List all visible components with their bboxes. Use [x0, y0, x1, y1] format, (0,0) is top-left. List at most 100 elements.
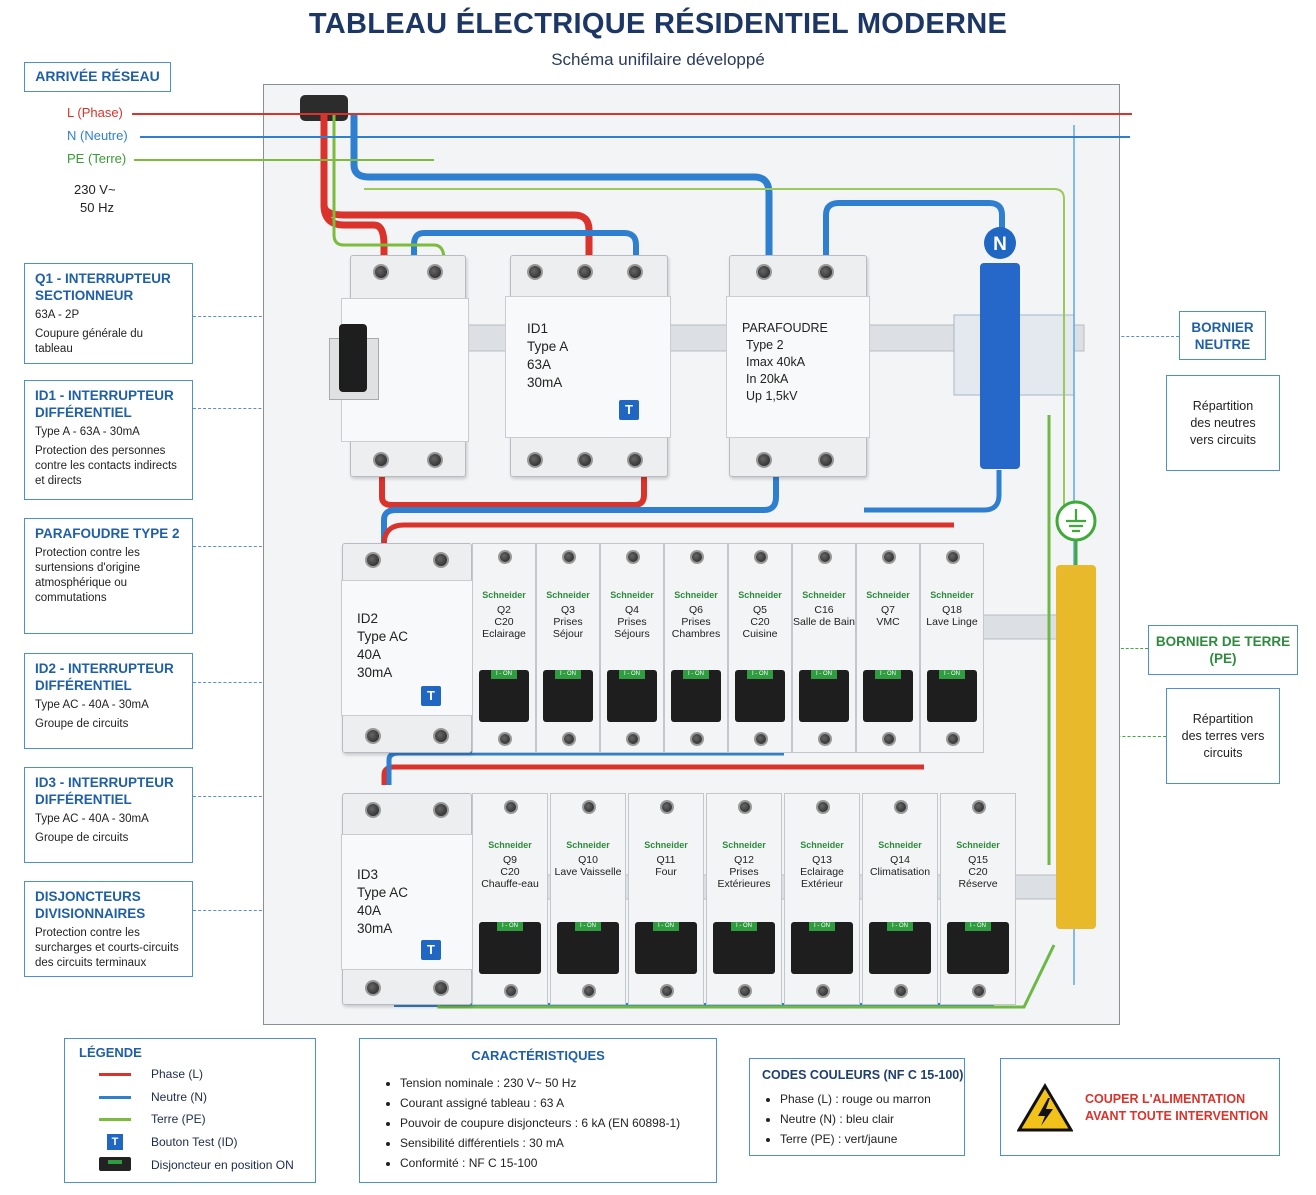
list-item: Pouvoir de coupure disjoncteurs : 6 kA (… [400, 1113, 680, 1133]
breaker-id: C16 [814, 604, 834, 616]
breaker-brand: Schneider [482, 590, 526, 600]
breaker-screw-bottom [504, 984, 518, 998]
list-item: Courant assigné tableau : 63 A [400, 1093, 680, 1113]
breaker-toggle-handle[interactable]: I - ON [543, 670, 593, 722]
breaker-toggle-handle[interactable]: I - ON [927, 670, 977, 722]
breaker-toggle-handle[interactable]: I - ON [791, 922, 853, 974]
earth-wire-top [364, 188, 1065, 515]
id2-screw-bottom-2 [433, 728, 449, 744]
breaker-screw-top [626, 550, 640, 564]
warning-box: COUPER L'ALIMENTATION AVANT TOUTE INTERV… [1000, 1058, 1280, 1156]
neutral-bridge-row1 [381, 477, 779, 545]
id3-type: Type AC [357, 885, 409, 900]
breaker-id: Q6 [688, 604, 703, 616]
legende-title: LÉGENDE [79, 1045, 142, 1060]
breaker-on-indicator: I - ON [809, 922, 835, 931]
neutral-wire-id1 [411, 230, 639, 260]
legend-breaker-on-icon [99, 1157, 131, 1171]
breaker-toggle-handle[interactable]: I - ON [869, 922, 931, 974]
list-item: Sensibilité différentiels : 30 mA [400, 1133, 680, 1153]
breaker-screw-top [818, 550, 832, 564]
breaker-toggle-handle[interactable]: I - ON [557, 922, 619, 974]
parafoudre-imax: Imax 40kA [746, 355, 806, 369]
id1-screw-bottom-3 [627, 452, 643, 468]
id1-interrupteur-differentiel: ID1 Type A 63A 30mA T [505, 255, 671, 477]
id2-screw-top-2 [433, 552, 449, 568]
q1-spec: 63A - 2P [35, 309, 80, 321]
breaker-on-indicator: I - ON [811, 670, 837, 679]
id3-screw-top-1 [365, 802, 381, 818]
breaker-circuit: Réserve [958, 878, 998, 890]
breaker-id: Q2 [496, 604, 511, 616]
breaker-toggle-handle[interactable]: I - ON [479, 670, 529, 722]
breaker-circuit: Climatisation [869, 866, 931, 878]
breaker-on-indicator: I - ON [939, 670, 965, 679]
id1-type: Type A [527, 339, 569, 354]
breaker-brand: Schneider [878, 840, 922, 850]
codes-couleurs-list: Phase (L) : rouge ou marronNeutre (N) : … [760, 1089, 931, 1149]
caracteristiques-box: CARACTÉRISTIQUES Tension nominale : 230 … [359, 1038, 717, 1183]
phase-comb-row1 [381, 522, 954, 546]
breaker-screw-top [504, 800, 518, 814]
breaker-toggle-handle[interactable]: I - ON [713, 922, 775, 974]
id1-screw-bottom-2 [577, 452, 593, 468]
id1-test-button[interactable]: T [619, 400, 639, 420]
id2-amps: 40A [357, 647, 382, 662]
breaker-circuit: Eclairage Extérieur [800, 866, 844, 890]
breaker-brand: Schneider [566, 840, 610, 850]
breaker-brand: Schneider [866, 590, 910, 600]
breaker-brand: Schneider [956, 840, 1000, 850]
legende-box: LÉGENDE Phase (L) Neutre (N) Terre (PE) … [64, 1038, 316, 1183]
breaker-toggle-handle[interactable]: I - ON [799, 670, 849, 722]
bornier-terre-box: BORNIER DE TERRE (PE) [1148, 625, 1298, 675]
breaker-screw-bottom [498, 732, 512, 746]
breaker-on-indicator: I - ON [965, 922, 991, 931]
parafoudre-type: Type 2 [746, 338, 784, 352]
breaker-brand: Schneider [610, 590, 654, 600]
breaker-screw-top [498, 550, 512, 564]
breaker-screw-top [738, 800, 752, 814]
breaker-toggle-handle[interactable]: I - ON [863, 670, 913, 722]
caracteristiques-list: Tension nominale : 230 V~ 50 HzCourant a… [382, 1073, 680, 1173]
breaker-screw-bottom [690, 732, 704, 746]
page-title: TABLEAU ÉLECTRIQUE RÉSIDENTIEL MODERNE [308, 8, 1008, 40]
id3-spec: Type AC - 40A - 30mA [35, 813, 149, 825]
breaker-id: Q9 [502, 854, 517, 866]
breaker-screw-bottom [626, 732, 640, 746]
breaker-toggle-handle[interactable]: I - ON [735, 670, 785, 722]
breaker-toggle-handle[interactable]: I - ON [635, 922, 697, 974]
breaker-on-indicator: I - ON [497, 922, 523, 931]
incoming-phase-line [132, 113, 1132, 115]
list-item: Terre (PE) : vert/jaune [780, 1129, 931, 1149]
id2-test-button[interactable]: T [421, 686, 441, 706]
breaker-circuit: Cuisine [742, 628, 778, 640]
bornier-terre-leader-line [1092, 648, 1148, 649]
id2-spec: Type AC - 40A - 30mA [35, 699, 149, 711]
parafoudre-title: PARAFOUDRE TYPE 2 [35, 526, 180, 541]
breaker-toggle-handle[interactable]: I - ON [479, 922, 541, 974]
breaker-toggle-handle[interactable]: I - ON [607, 670, 657, 722]
id3-test-button[interactable]: T [421, 940, 441, 960]
breaker-id: Q4 [624, 604, 639, 616]
id3-name: ID3 [357, 867, 379, 882]
id1-text: ID1 Type A 63A 30mA [527, 320, 568, 392]
neutral-bornier-return [864, 470, 1002, 513]
breaker-toggle-handle[interactable]: I - ON [671, 670, 721, 722]
breaker-toggle-handle[interactable]: I - ON [947, 922, 1009, 974]
breaker-circuit: VMC [876, 616, 900, 628]
legend-neutre-label: Neutre (N) [151, 1090, 208, 1104]
breaker-id: Q14 [890, 854, 910, 866]
q1-lever-handle[interactable] [339, 324, 367, 392]
breaker-screw-top [972, 800, 986, 814]
id2-interrupteur-differentiel: ID2 Type AC 40A 30mA T [341, 543, 475, 753]
warning-text: COUPER L'ALIMENTATION AVANT TOUTE INTERV… [1085, 1091, 1268, 1125]
id2-screw-bottom-1 [365, 728, 381, 744]
breaker-id: Q11 [656, 854, 676, 866]
